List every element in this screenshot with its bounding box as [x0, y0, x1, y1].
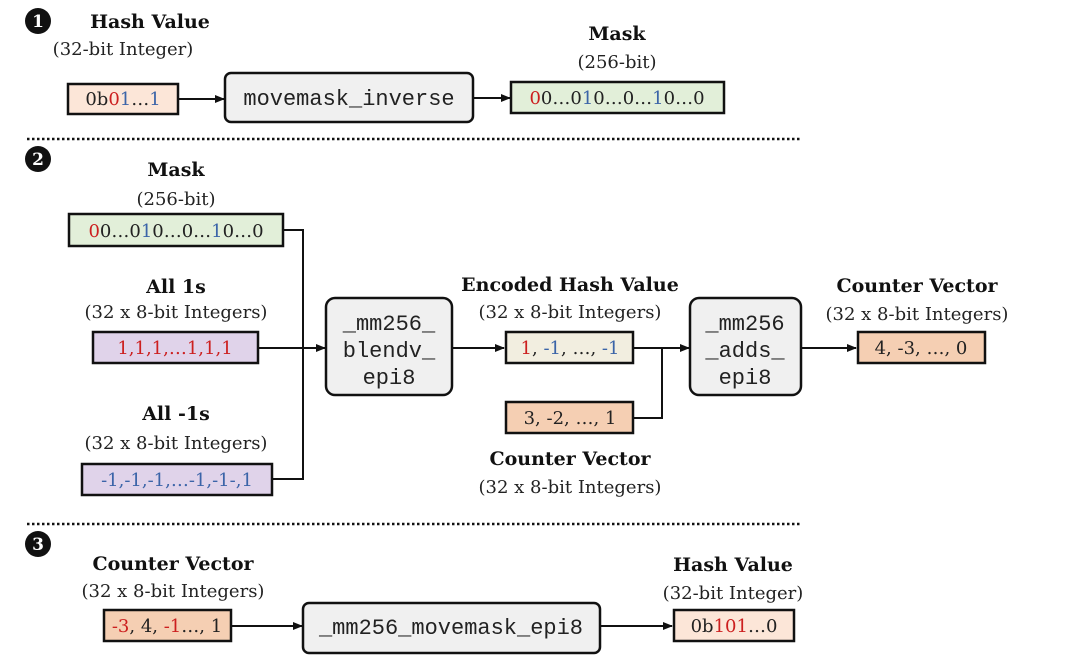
- all-neg-ones-box: [80, 462, 274, 497]
- hash-value-title: Hash Value: [90, 11, 210, 33]
- adds-box: [688, 296, 803, 397]
- counter-out-subtitle: (32 x 8-bit Integers): [826, 304, 1009, 325]
- connector: [633, 348, 663, 419]
- connector: [272, 229, 304, 480]
- value-part-red: 101: [714, 616, 748, 637]
- all-ones-box: [91, 330, 260, 365]
- value-part-blue: 1: [149, 89, 160, 110]
- all-neg-ones-title: All -1s: [141, 403, 210, 425]
- mask-subtitle: (256-bit): [137, 189, 216, 210]
- value-part-text: …0: [748, 616, 777, 637]
- value-part-text: 0b: [691, 616, 714, 637]
- value-part-red: -1: [164, 616, 182, 637]
- counter-vector-box: [102, 608, 233, 643]
- value-part-text: 0…0: [100, 221, 141, 242]
- step-badge-2: [25, 146, 51, 172]
- encoded-subtitle: (32 x 8-bit Integers): [479, 302, 662, 323]
- encoded-title: Encoded Hash Value: [461, 274, 679, 296]
- value-part-text: 0…0: [664, 88, 705, 109]
- all-neg-ones-subtitle: (32 x 8-bit Integers): [85, 433, 268, 454]
- value-part-text: …, 1: [181, 616, 222, 637]
- all-neg-ones-text: -1,-1,-1,…-1,-1-,1: [101, 470, 253, 491]
- mask-title: Mask: [588, 23, 646, 45]
- value-part-red: -3: [112, 616, 130, 637]
- mask-title: Mask: [147, 159, 205, 181]
- counter-in-subtitle: (32 x 8-bit Integers): [479, 477, 662, 498]
- counter-in-title: Counter Vector: [489, 448, 651, 470]
- encoded-text: 1, -1, …, -1: [521, 338, 620, 359]
- value-part-text: 0…0…: [152, 221, 211, 242]
- adds-label-line2: _adds_: [704, 339, 785, 364]
- mask-text: 00…010…0…10…0: [88, 221, 263, 242]
- value-part-blue: 1: [211, 221, 222, 242]
- value-part-blue: 1: [652, 88, 663, 109]
- adds-label-line1: _mm256: [704, 312, 784, 337]
- value-part-text: 0…0: [541, 88, 582, 109]
- blendv-label-line3: epi8: [363, 366, 416, 391]
- value-part-blue: 1: [120, 89, 131, 110]
- value-part-blue: 1: [582, 88, 593, 109]
- value-part-blue: -1,-1,-1,…-1,-1-,1: [101, 470, 253, 491]
- value-part-blue: 1: [141, 221, 152, 242]
- value-part-text: , …,: [561, 338, 602, 359]
- hash-value-subtitle: (32-bit Integer): [53, 39, 194, 60]
- mask-box: [509, 80, 726, 115]
- value-part-text: ,: [532, 338, 543, 359]
- value-part-text: , 4,: [129, 616, 163, 637]
- value-part-text: 4, -3, …, 0: [875, 338, 968, 359]
- movemask-epi8-box: [301, 601, 602, 655]
- value-part-red: 0: [108, 89, 119, 110]
- counter-out-box: [856, 330, 987, 365]
- section-1: 1 Hash Value (32-bit Integer) 0b01…1 mov…: [25, 8, 726, 124]
- value-part-text: 3, -2, …, 1: [524, 408, 617, 429]
- value-part-red: 0: [529, 88, 540, 109]
- blendv-box: [324, 296, 454, 397]
- step-number-2: 2: [32, 150, 44, 170]
- counter-vector-subtitle: (32 x 8-bit Integers): [82, 581, 265, 602]
- step-badge-3: [25, 531, 51, 557]
- hash-value-subtitle: (32-bit Integer): [663, 583, 804, 604]
- mask-text: 00…010…0…10…0: [529, 88, 704, 109]
- all-ones-text: 1,1,1,…1,1,1: [117, 338, 232, 359]
- step-number-3: 3: [32, 535, 44, 555]
- hash-value-box: [672, 608, 796, 643]
- hash-value-text: 0b01…1: [85, 89, 160, 110]
- mask-subtitle: (256-bit): [578, 52, 657, 73]
- encoded-box: [504, 330, 635, 365]
- counter-out-title: Counter Vector: [836, 275, 998, 297]
- value-part-text: …: [131, 89, 149, 110]
- value-part-red: 0: [88, 221, 99, 242]
- value-part-red: 1,1,1,…1,1,1: [117, 338, 232, 359]
- value-part-blue: -1: [602, 338, 620, 359]
- counter-vector-text: -3, 4, -1…, 1: [112, 616, 222, 637]
- step-badge-1: [25, 8, 51, 34]
- value-part-red: 1: [521, 338, 532, 359]
- value-part-text: 0b: [85, 89, 108, 110]
- movemask-inverse-label: movemask_inverse: [243, 87, 454, 112]
- hash-value-text: 0b101…0: [691, 616, 778, 637]
- all-ones-title: All 1s: [145, 276, 206, 298]
- all-ones-subtitle: (32 x 8-bit Integers): [85, 302, 268, 323]
- blendv-label-line1: _mm256_: [342, 312, 436, 337]
- adds-label-line3: epi8: [719, 366, 772, 391]
- hash-value-title: Hash Value: [673, 554, 793, 576]
- movemask-epi8-label: _mm256_movemask_epi8: [318, 616, 583, 641]
- section-2: 2 Mask (256-bit) 00…010…0…10…0 All 1s (3…: [25, 146, 1008, 498]
- counter-vector-title: Counter Vector: [92, 553, 254, 575]
- counter-out-text: 4, -3, …, 0: [875, 338, 968, 359]
- section-3: 3 Counter Vector (32 x 8-bit Integers) -…: [25, 531, 804, 655]
- counter-in-text: 3, -2, …, 1: [524, 408, 617, 429]
- mask-box: [67, 212, 285, 248]
- blendv-label-line2: blendv_: [343, 339, 436, 364]
- value-part-text: 0…0: [223, 221, 264, 242]
- value-part-text: 0…0…: [593, 88, 652, 109]
- step-number-1: 1: [32, 12, 44, 32]
- value-part-blue: -1: [543, 338, 561, 359]
